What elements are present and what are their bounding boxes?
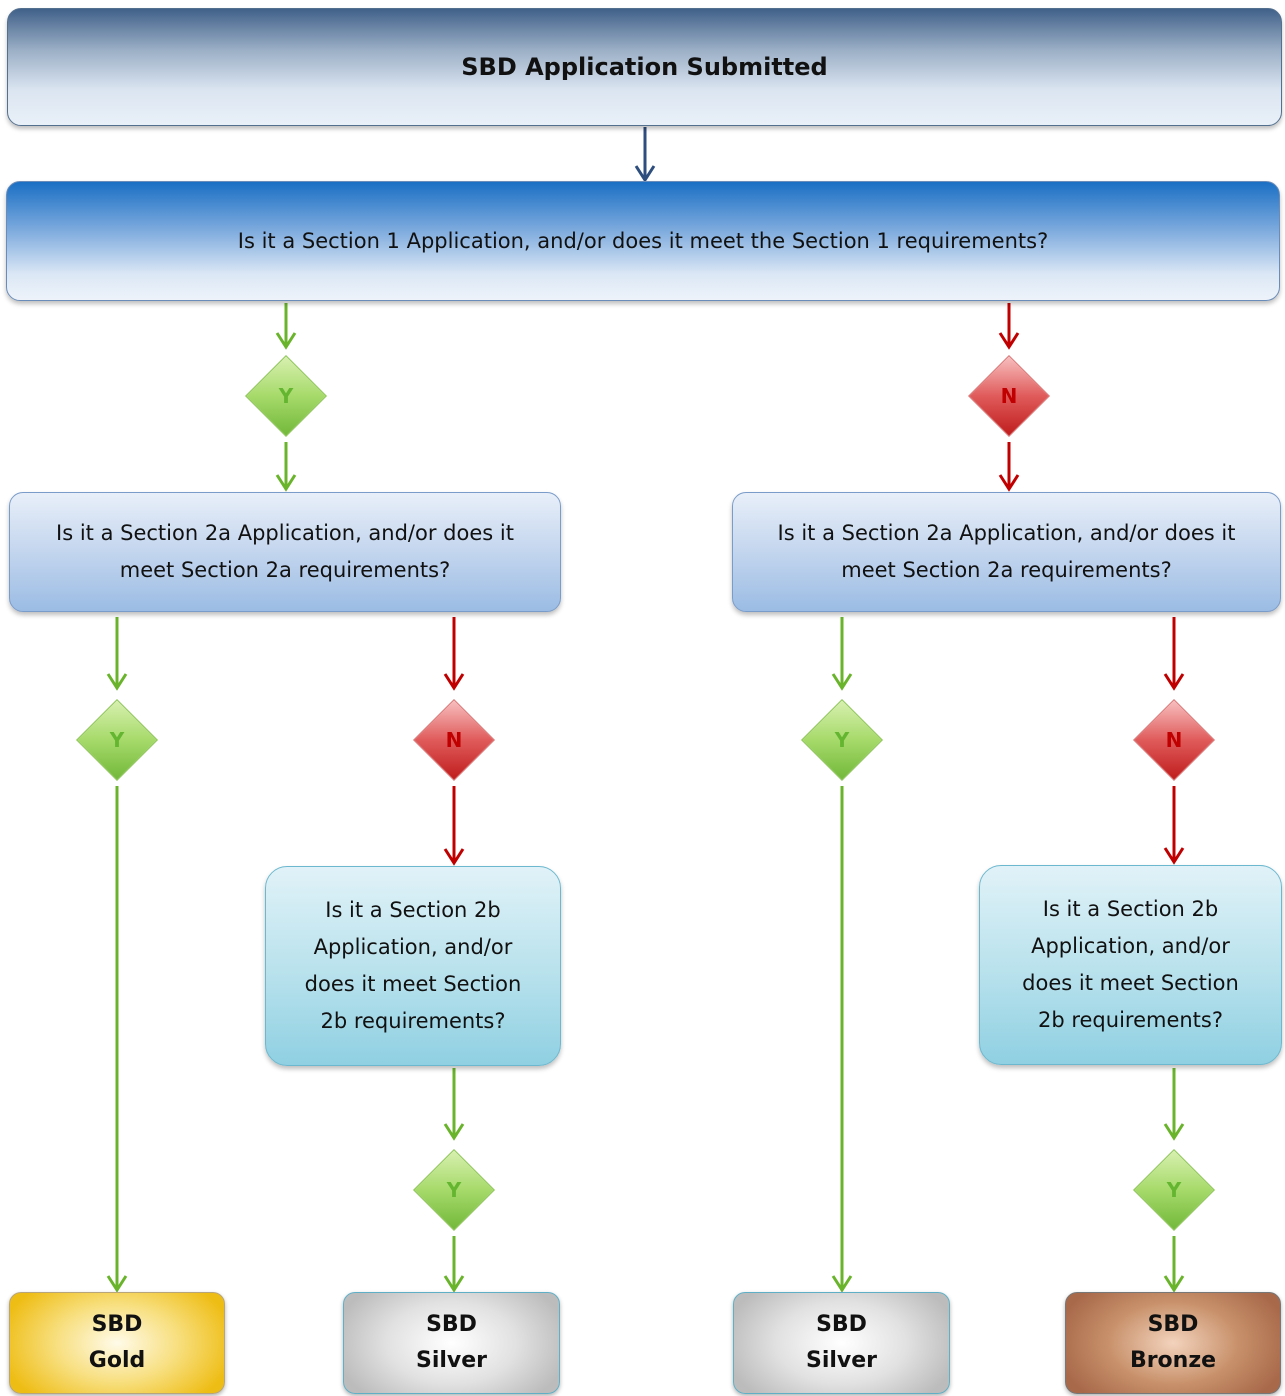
section2a-question-left: Is it a Section 2a Application, and/or d… — [9, 492, 561, 612]
decision-yes-label-q2b-right: Y — [1166, 1178, 1182, 1202]
outcome-sbd-silver-left: SBD Silver — [343, 1292, 560, 1394]
section2b-left-line4: 2b requirements? — [320, 1009, 506, 1033]
outcome-gold-line2: Gold — [88, 1348, 146, 1373]
section1-question-text: Is it a Section 1 Application, and/or do… — [237, 229, 1049, 253]
outcome-sbd-silver-right: SBD Silver — [733, 1292, 950, 1394]
outcome-silver-left-line1: SBD — [426, 1312, 477, 1337]
section2b-right-line3: does it meet Section — [1022, 971, 1239, 995]
outcome-bronze-line1: SBD — [1147, 1312, 1199, 1337]
section2a-right-line1: Is it a Section 2a Application, and/or d… — [777, 521, 1236, 545]
section1-question-box: Is it a Section 1 Application, and/or do… — [6, 181, 1280, 301]
outcome-sbd-gold: SBD Gold — [9, 1292, 225, 1394]
section2b-left-line3: does it meet Section — [304, 972, 522, 996]
section2a-left-line2: meet Section 2a requirements? — [119, 558, 451, 582]
section2a-question-right: Is it a Section 2a Application, and/or d… — [732, 492, 1281, 612]
section2b-question-right: Is it a Section 2b Application, and/or d… — [979, 865, 1282, 1065]
outcome-silver-left-line2: Silver — [415, 1348, 488, 1373]
decision-no-label-q2a-left: N — [445, 728, 463, 752]
decision-yes-label-q2a-right: Y — [834, 728, 850, 752]
section2b-left-line2: Application, and/or — [313, 935, 513, 959]
outcome-bronze-line2: Bronze — [1129, 1348, 1217, 1373]
section2b-left-line1: Is it a Section 2b — [325, 898, 501, 922]
outcome-silver-right-line2: Silver — [805, 1348, 878, 1373]
section2b-right-line1: Is it a Section 2b — [1042, 897, 1219, 921]
section2b-question-left: Is it a Section 2b Application, and/or d… — [265, 866, 561, 1066]
start-label: SBD Application Submitted — [461, 53, 828, 81]
section2b-right-line4: 2b requirements? — [1037, 1008, 1224, 1032]
outcome-gold-line1: SBD — [91, 1312, 143, 1337]
outcome-sbd-bronze: SBD Bronze — [1065, 1292, 1281, 1394]
section2a-left-line1: Is it a Section 2a Application, and/or d… — [56, 521, 514, 545]
decision-no-label-q1: N — [1000, 384, 1018, 408]
section2a-right-line2: meet Section 2a requirements? — [841, 558, 1172, 582]
decision-no-label-q2a-right: N — [1165, 728, 1183, 752]
decision-yes-label-q2a-left: Y — [109, 728, 125, 752]
start-box: SBD Application Submitted — [7, 8, 1282, 126]
outcome-silver-right-line1: SBD — [816, 1312, 867, 1337]
decision-yes-label-q1: Y — [278, 384, 294, 408]
decision-yes-label-q2b-left: Y — [446, 1178, 462, 1202]
section2b-right-line2: Application, and/or — [1031, 934, 1230, 958]
